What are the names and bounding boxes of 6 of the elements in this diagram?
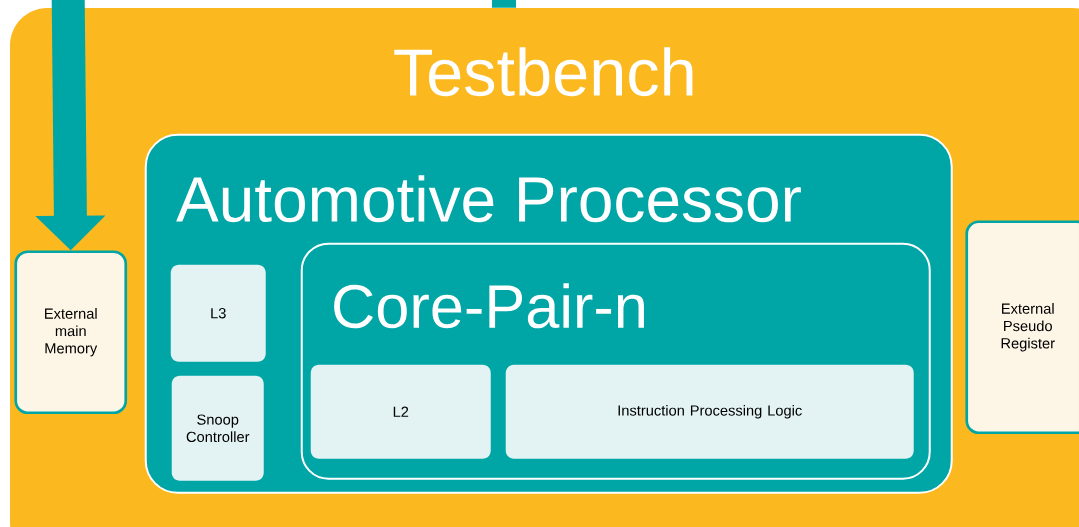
component-box: Instruction Processing Logic xyxy=(505,364,914,459)
component-box: Snoop Controller xyxy=(171,375,264,481)
component-box: L3 xyxy=(170,264,266,362)
component-box: L2 xyxy=(310,364,491,459)
external-box: External main Memory xyxy=(14,250,128,415)
external-box: External Pseudo Register xyxy=(965,220,1079,435)
